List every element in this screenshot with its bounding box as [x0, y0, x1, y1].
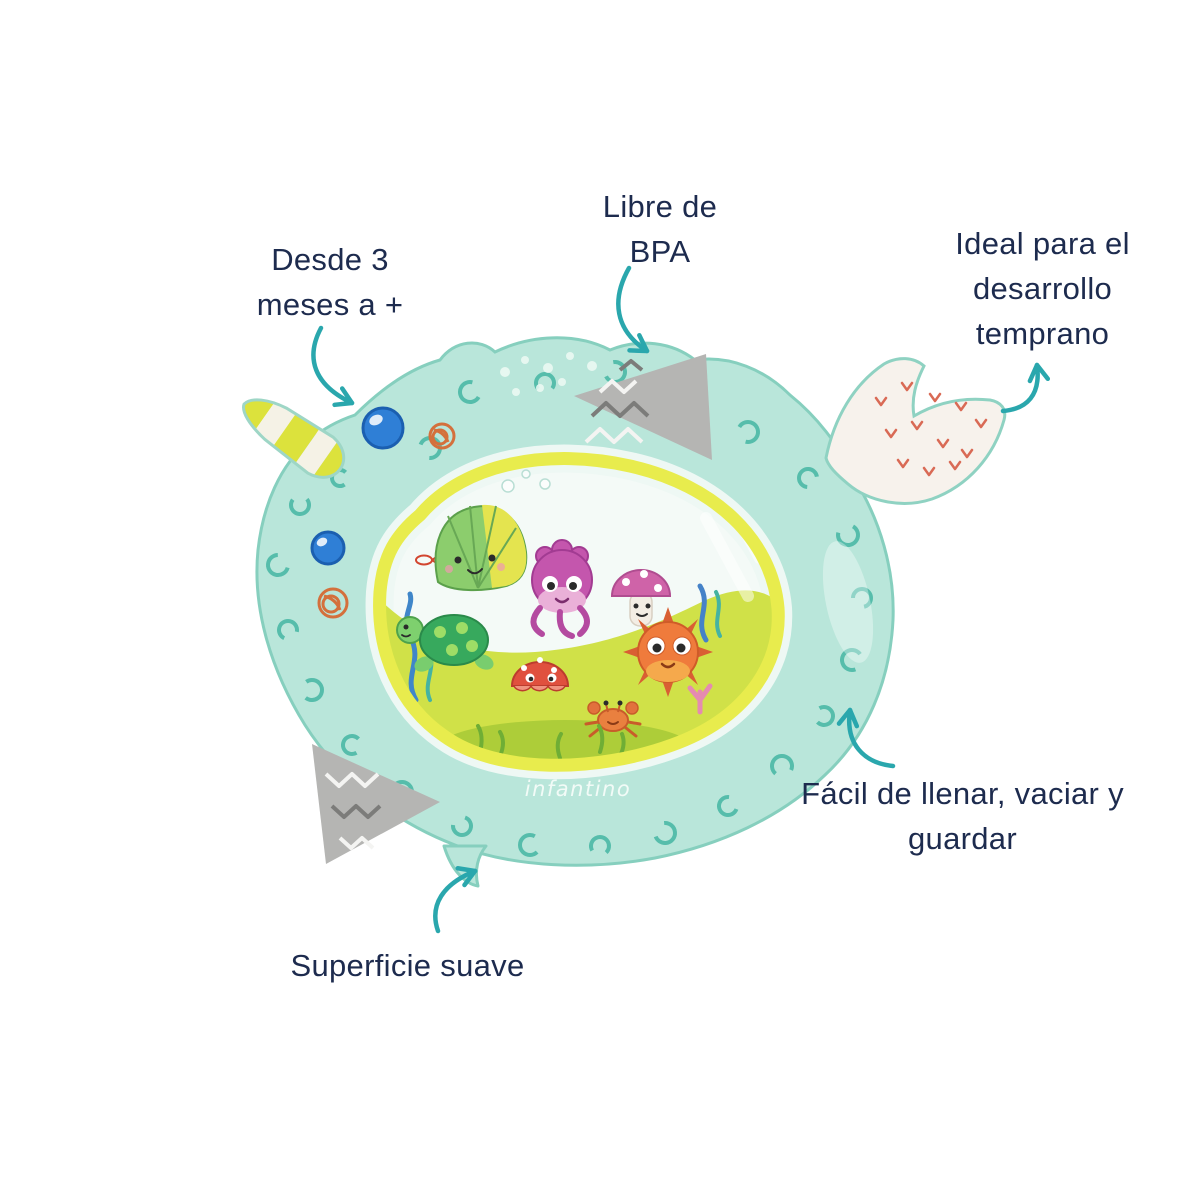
arrow-soft-surface [433, 866, 478, 934]
shell-character [434, 504, 528, 592]
callout-development-line-1: Ideal para el [955, 226, 1130, 261]
callout-age-line-1: Desde 3 [271, 242, 389, 277]
callout-soft-surface-line-1: Superficie suave [290, 948, 525, 983]
crab-character [584, 700, 642, 738]
water-window [365, 444, 793, 780]
callout-development-line-2: desarrollo [972, 270, 1113, 306]
callout-fill-store-line-2: guardar [908, 820, 1017, 856]
jellyfish-character [510, 657, 570, 692]
gray-patch-bottom [312, 744, 440, 864]
blue-bead-left [310, 530, 346, 566]
mat-dot-texture [500, 352, 597, 396]
coral-pink [687, 683, 713, 715]
arrow-bpa [616, 265, 650, 354]
callout-bpa-line-2: BPA [629, 233, 691, 269]
arrow-development [1000, 362, 1051, 414]
mat-c-pattern [266, 359, 873, 857]
pufferfish-character [623, 607, 713, 697]
callout-fill-store-line-1: Fácil de llenar, vaciar y [801, 776, 1124, 811]
brand-logo: infantino [525, 777, 631, 801]
water-rim [373, 452, 785, 772]
orange-scribble-top [428, 422, 456, 450]
callout-age: Desde 3 meses a + [175, 238, 485, 328]
seaweed-right [697, 583, 722, 643]
callout-soft-surface: Superficie suave [240, 944, 575, 989]
octopus-character [530, 539, 593, 639]
tail-v-marks [874, 381, 988, 477]
arrow-fill-store [836, 707, 896, 769]
callout-development-line-3: temprano [975, 315, 1110, 351]
body-glare [822, 541, 874, 663]
turtle-character [396, 614, 494, 672]
callout-arrows [311, 265, 1051, 934]
mushroom-character [610, 569, 672, 627]
callout-fill-store: Fácil de llenar, vaciar y guardar [755, 772, 1170, 862]
callout-age-line-2: meses a + [256, 286, 404, 322]
arrow-age [311, 325, 355, 408]
gray-patch-top [574, 354, 712, 460]
callout-bpa: Libre de BPA [540, 185, 780, 275]
callout-development: Ideal para el desarrollo temprano [885, 222, 1200, 357]
narwhal-tail [824, 357, 1007, 505]
callout-bpa-line-1: Libre de [602, 189, 718, 224]
blue-bead-top [361, 406, 405, 450]
orange-scribble-left [317, 587, 349, 619]
